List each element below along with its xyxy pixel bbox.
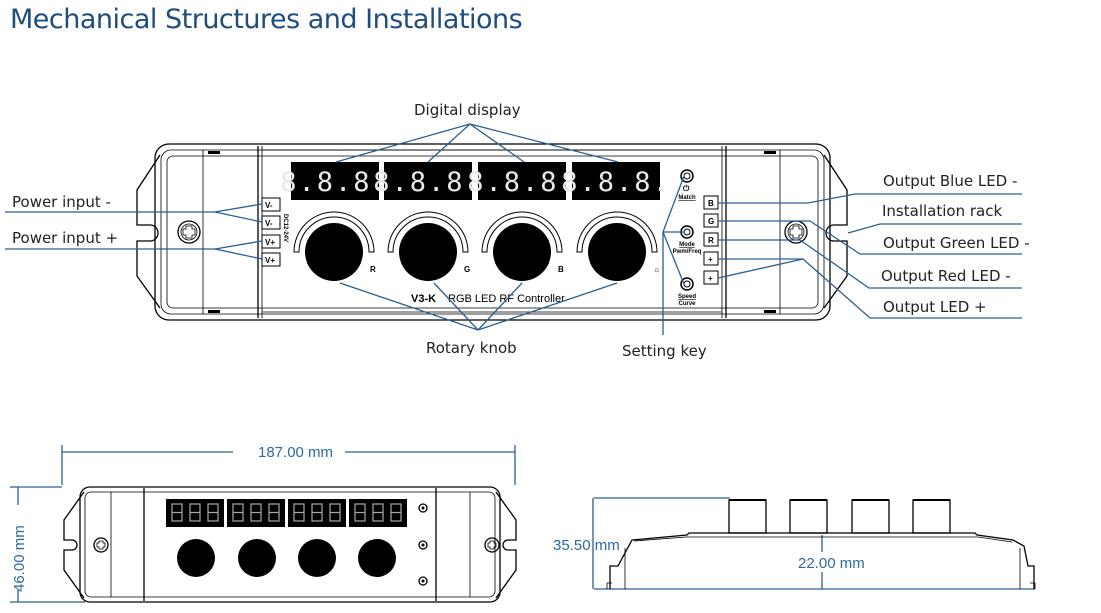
rotary-knob-4[interactable]: ☼ <box>576 211 660 281</box>
callout-rotary-knob: Rotary knob <box>426 339 517 357</box>
small-rotary-knob-1 <box>177 539 215 577</box>
input-terminal-3: V+ <box>261 234 281 249</box>
side-knob-2 <box>789 499 828 534</box>
digital-display-4: 8.8.8. <box>561 162 671 200</box>
input-terminal-label: V+ <box>265 238 275 247</box>
housing-outline <box>154 143 831 321</box>
controller-top-view: 8.8.8. 8.8.8. 8.8.8. 8.8.8. V- V- V+ V+ DC1… <box>136 143 848 321</box>
input-terminal-4: V+ <box>261 252 281 267</box>
key-label: Speed <box>678 294 696 300</box>
digital-display-value: 8.8.8. <box>373 167 483 198</box>
input-terminal-label: V+ <box>265 256 275 265</box>
output-terminal-5: + <box>703 270 719 285</box>
output-terminal-label: G <box>708 217 714 226</box>
callout-output-led-plus: Output LED + <box>883 298 987 316</box>
callout-setting-key: Setting key <box>622 342 707 360</box>
setting-key-match[interactable]: ⏻ Match <box>678 169 696 201</box>
output-terminal-label: + <box>708 255 713 264</box>
callout-output-red: Output Red LED - <box>881 267 1011 285</box>
small-left-screw-icon <box>93 537 109 553</box>
power-icon: ⏻ <box>683 184 690 193</box>
knob-body[interactable] <box>305 223 363 281</box>
input-terminal-1: V- <box>261 197 281 212</box>
digital-display-value: 8.8.8. <box>467 167 577 198</box>
right-mounting-ear <box>823 154 848 309</box>
controller-front-view-small: 187.00 mm 46.00 mm <box>10 444 517 603</box>
knob-arc <box>481 211 563 253</box>
output-terminal-label: R <box>708 236 714 245</box>
small-rotary-knob-3 <box>298 539 336 577</box>
digital-display-2: 8.8.8. <box>373 162 483 200</box>
digital-display-3: 8.8.8. <box>467 162 577 200</box>
output-terminal-2: G <box>703 213 719 228</box>
knob-label: R <box>370 265 376 274</box>
rotary-knob-3[interactable]: B <box>481 211 564 281</box>
small-rotary-knob-2 <box>238 539 276 577</box>
side-knob-1 <box>728 499 767 534</box>
controller-side-view: 35.50 mm 22.00 mm <box>553 497 1036 590</box>
output-terminal-label: B <box>708 199 714 208</box>
model-label: V3-K <box>411 293 436 305</box>
left-mounting-ear <box>136 154 161 309</box>
input-terminal-label: V- <box>265 219 273 228</box>
callout-power-input-minus: Power input - <box>12 193 111 211</box>
knob-body[interactable] <box>493 223 551 281</box>
small-rotary-knob-4 <box>358 539 396 577</box>
key-label: Mode <box>679 242 695 248</box>
rotary-knob-2[interactable]: G <box>387 211 470 281</box>
key-sublabel: Curve <box>678 301 696 307</box>
callout-digital-display: Digital display <box>414 101 521 119</box>
knob-arc <box>387 211 469 253</box>
knob-body[interactable] <box>588 223 646 281</box>
output-terminal-4: + <box>703 251 719 266</box>
digital-display-value: 8.8.8. <box>280 167 390 198</box>
knob-arc <box>576 211 658 253</box>
small-digital-display-2 <box>227 499 285 527</box>
leader-lines <box>5 123 1022 335</box>
knob-label: B <box>558 265 564 274</box>
callout-installation-rack: Installation rack <box>882 202 1002 220</box>
dimension-height-total: 35.50 mm <box>553 537 620 554</box>
small-right-screw-icon <box>484 537 500 553</box>
output-terminal-3: R <box>703 232 719 247</box>
input-terminal-2: V- <box>261 215 281 230</box>
small-digital-display-3 <box>288 499 346 527</box>
dimension-length: 187.00 mm <box>258 444 333 461</box>
voltage-label: DC12-24V <box>282 214 288 242</box>
knob-label: ☼ <box>653 265 660 274</box>
small-digital-display-1 <box>166 499 224 527</box>
side-knob-3 <box>851 499 890 534</box>
digital-display-value: 8.8.8. <box>561 167 671 198</box>
page-title: Mechanical Structures and Installations <box>10 4 523 35</box>
knob-arc <box>293 211 375 253</box>
knob-body[interactable] <box>399 223 457 281</box>
key-sublabel: Pwm/Freq <box>673 249 702 255</box>
output-terminal-1: B <box>703 195 719 210</box>
input-terminal-label: V- <box>265 201 273 210</box>
output-terminal-label: + <box>708 274 713 283</box>
callout-output-green: Output Green LED - <box>883 234 1030 252</box>
digital-display-1: 8.8.8. <box>280 162 390 200</box>
dimension-width: 46.00 mm <box>11 525 28 592</box>
key-label: Match <box>678 195 696 201</box>
knob-label: G <box>464 265 470 274</box>
left-screw-icon <box>177 220 201 244</box>
rotary-knob-1[interactable]: R <box>293 211 376 281</box>
small-key-indicators <box>418 503 428 586</box>
dimension-height-body: 22.00 mm <box>798 555 865 572</box>
side-knob-4 <box>912 499 951 534</box>
small-digital-display-4 <box>349 499 407 527</box>
callout-power-input-plus: Power input + <box>12 229 118 247</box>
callout-output-blue: Output Blue LED - <box>883 172 1017 190</box>
